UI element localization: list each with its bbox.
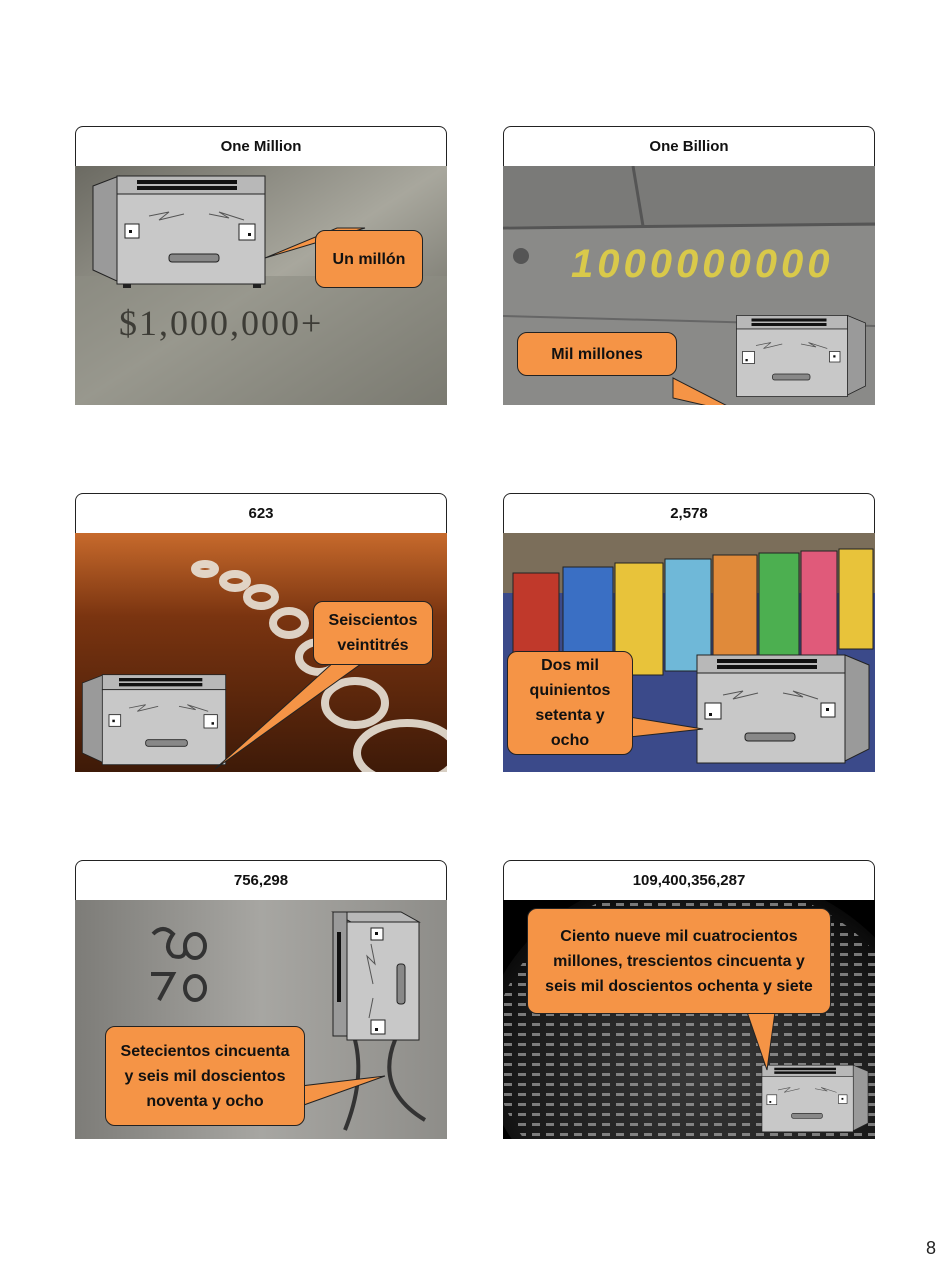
slide-109400356287: 109,400,356,287 Ciento nueve mil cuatroc…	[503, 860, 875, 1139]
speech-bubble: Dos mil quinientos setenta y ocho	[507, 651, 633, 755]
slide-title: 109,400,356,287	[503, 860, 875, 900]
speech-bubble: Ciento nueve mil cuatrocientos millones,…	[527, 908, 831, 1014]
slide-photo: Seiscientos veintitrés	[75, 533, 447, 772]
slide-title: 623	[75, 493, 447, 533]
slide-one-billion: One Billion 1000000000 Mil millones	[503, 126, 875, 405]
slide-photo: Dos mil quinientos setenta y ocho	[503, 533, 875, 772]
slide-756298: 756,298 Setecientos cincuenta y seis mil…	[75, 860, 447, 1139]
slide-photo: 1000000000 Mil millones	[503, 166, 875, 405]
speech-bubble: Un millón	[315, 230, 423, 288]
slide-title: One Billion	[503, 126, 875, 166]
toaster-character-icon	[92, 175, 266, 288]
speech-bubble: Setecientos cincuenta y seis mil doscien…	[105, 1026, 305, 1126]
photo-caption-text: 1000000000	[571, 242, 834, 286]
slide-one-million: One Million $1,000,000+ Un millón	[75, 126, 447, 405]
toaster-character-icon	[696, 654, 870, 764]
slide-title: 756,298	[75, 860, 447, 900]
page-number: 8	[925, 1238, 936, 1258]
slide-photo: Setecientos cincuenta y seis mil doscien…	[75, 900, 447, 1139]
toaster-character-icon	[331, 911, 421, 1041]
slide-photo: Ciento nueve mil cuatrocientos millones,…	[503, 900, 875, 1139]
speech-bubble: Mil millones	[517, 332, 677, 376]
slide-title: One Million	[75, 126, 447, 166]
photo-caption-text: $1,000,000+	[119, 303, 324, 343]
slide-2578: 2,578 Dos mil quinientos setenta y ocho	[503, 493, 875, 772]
slide-623: 623 Seiscientos veintitrés	[75, 493, 447, 772]
toaster-character-icon	[81, 674, 227, 766]
speech-bubble: Seiscientos veintitrés	[313, 601, 433, 665]
toaster-character-icon	[736, 314, 866, 397]
slide-photo: $1,000,000+ Un millón	[75, 166, 447, 405]
slide-title: 2,578	[503, 493, 875, 533]
toaster-character-icon	[761, 1064, 869, 1133]
